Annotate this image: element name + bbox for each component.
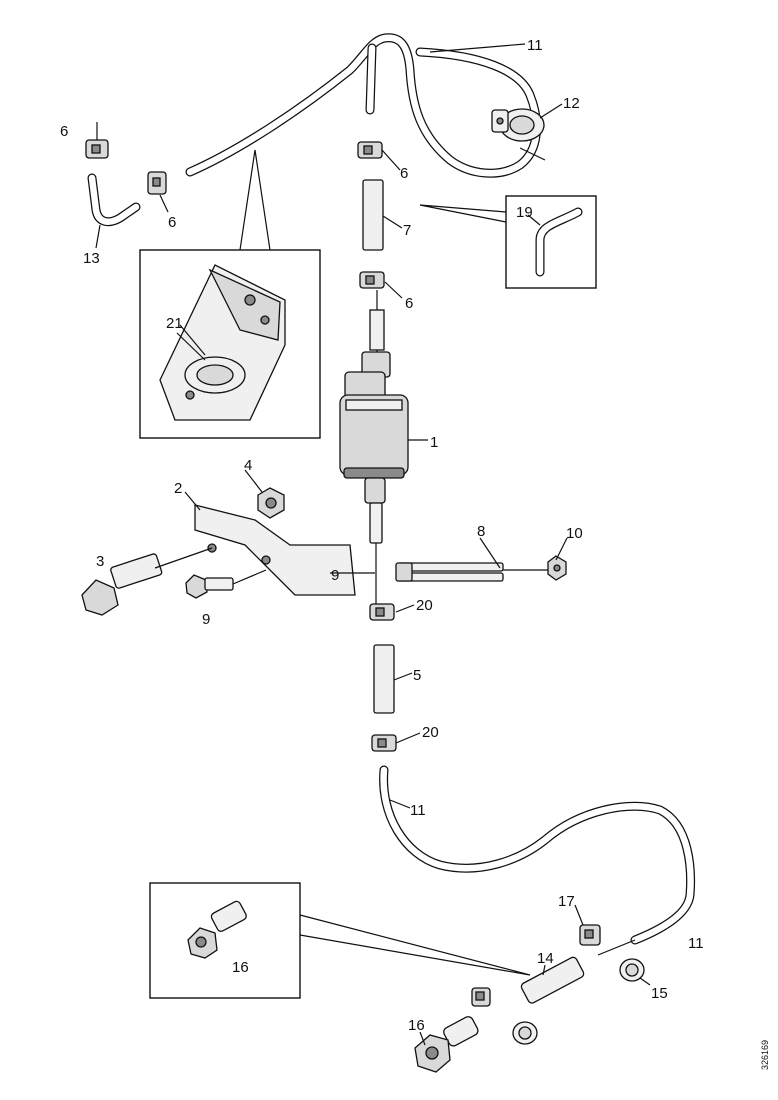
label-6d: 6 <box>405 295 413 312</box>
label-16a: 16 <box>232 959 249 976</box>
label-5: 5 <box>413 667 421 684</box>
inset-box-16 <box>149 882 531 999</box>
inset-box-19 <box>419 195 597 289</box>
label-11b: 11 <box>410 802 426 819</box>
label-19: 19 <box>516 204 533 221</box>
clip-20-upper <box>369 603 395 621</box>
label-6a: 6 <box>60 123 68 140</box>
label-9b: 9 <box>202 611 210 628</box>
label-6b: 6 <box>168 214 176 231</box>
label-10: 10 <box>566 525 583 542</box>
clip-6-lower <box>359 271 385 289</box>
leader-lines <box>95 43 651 1046</box>
clip-6-left <box>85 122 109 159</box>
label-21: 21 <box>166 315 183 332</box>
hose-7 <box>362 179 384 251</box>
label-12: 12 <box>563 95 580 112</box>
hose-bottom <box>379 765 696 956</box>
clamp-12 <box>491 108 545 142</box>
label-4: 4 <box>244 457 252 474</box>
hose-8 <box>395 562 548 582</box>
label-17: 17 <box>558 893 575 910</box>
label-11c: 11 <box>688 935 704 952</box>
document-number: 326169 <box>760 1040 770 1070</box>
label-16b: 16 <box>408 1017 425 1034</box>
clip-17 <box>579 924 601 946</box>
label-6c: 6 <box>400 165 408 182</box>
label-2: 2 <box>174 480 182 497</box>
label-11a: 11 <box>527 37 543 54</box>
ring-15 <box>619 958 645 982</box>
hose-top <box>185 33 542 178</box>
label-15: 15 <box>651 985 668 1002</box>
bolt-9 <box>185 569 267 599</box>
label-13: 13 <box>83 250 100 267</box>
fuel-pump-1 <box>339 290 409 544</box>
clip-upper-connector <box>471 987 491 1007</box>
label-1: 1 <box>430 434 438 451</box>
clip-6-top <box>357 141 383 159</box>
ring-lower <box>512 1021 538 1045</box>
nut-4 <box>257 487 285 519</box>
label-3: 3 <box>96 553 104 570</box>
label-20a: 20 <box>416 597 433 614</box>
clip-6-elbow <box>147 171 167 195</box>
hose-5 <box>373 644 395 714</box>
bolt-3 <box>81 547 213 616</box>
connector-16 <box>414 1016 479 1073</box>
elbow-13 <box>87 173 141 227</box>
label-7: 7 <box>403 222 411 239</box>
callout-labels: 1 2 3 4 5 6 6 6 6 7 8 9 9 10 11 11 11 12… <box>60 37 704 1034</box>
clip-20-lower <box>371 734 397 752</box>
label-14: 14 <box>537 950 554 967</box>
hose-14 <box>520 956 585 1004</box>
label-8: 8 <box>477 523 485 540</box>
inset-box-21 <box>139 149 321 439</box>
label-20b: 20 <box>422 724 439 741</box>
label-9a: 9 <box>331 567 339 584</box>
nut-10 <box>547 555 567 581</box>
